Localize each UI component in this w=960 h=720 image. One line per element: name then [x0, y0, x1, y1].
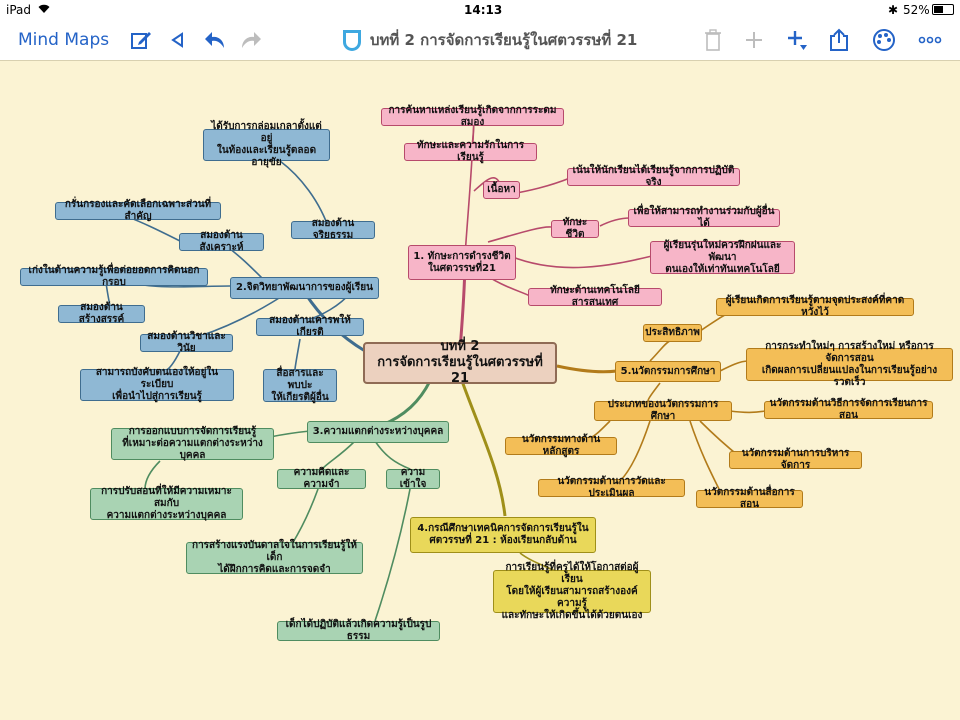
undo-icon[interactable]: [202, 20, 230, 60]
node-thinking-desc[interactable]: การสร้างแรงบันดาลใจในการเรียนรู้ให้เด็ก …: [186, 540, 363, 575]
node-moral[interactable]: สมองด้านจริยธรรม: [291, 218, 375, 241]
node-respect-desc[interactable]: สื่อสารและพบปะ ให้เกียรติผู้อื่น: [263, 368, 337, 403]
node-synth[interactable]: สมองด้านสังเคราะห์: [179, 230, 264, 253]
node-moral-desc[interactable]: ได้รับการกล่อมเกลาตั้งแต่อยู่ ในท้องและเ…: [203, 121, 330, 168]
node-content-c1[interactable]: การค้นหาแหล่งเรียนรู้เกิดจากการระดมสมอง: [381, 105, 564, 128]
bluetooth-icon: ✱: [888, 3, 899, 17]
node-type-curriculum[interactable]: นวัตกรรมทางด้านหลักสูตร: [505, 434, 617, 457]
status-bar: iPad 14:13 ✱ 52%: [0, 0, 960, 20]
node-efficiency-d2[interactable]: การกระทำใหม่ๆ การสร้างใหม่ หรือการจัดการ…: [746, 341, 953, 388]
node-individual-d2[interactable]: การปรับสอนที่ให้มีความเหมาะสมกับ ความแตก…: [90, 486, 243, 521]
node-content-c3[interactable]: เน้นให้นักเรียนได้เรียนรู้จากการปฏิบัติจ…: [567, 165, 740, 188]
node-tech[interactable]: ทักษะด้านเทคโนโลยีสารสนเทศ: [528, 285, 662, 308]
navigate-back-icon[interactable]: [166, 20, 188, 60]
node-type-teaching[interactable]: นวัตกรรมด้านวิธีการจัดการเรียนการสอน: [764, 398, 933, 421]
document-icon: [343, 30, 361, 51]
node-type-management[interactable]: นวัตกรรมด้านการบริหารจัดการ: [729, 448, 862, 471]
node-case-study[interactable]: 4.กรณีศึกษาเทคนิคการจัดการเรียนรู้ใน ศตว…: [410, 517, 596, 553]
battery-percent: 52%: [903, 3, 930, 17]
node-create-desc[interactable]: เก่งในด้านความรู้เพื่อต่อยอดการคิดนอกกรอ…: [20, 265, 208, 288]
device-name: iPad: [6, 3, 32, 17]
node-synth-desc[interactable]: กรั่นกรองและคัดเลือกเฉพาะส่วนที่สำคัญ: [55, 199, 221, 222]
node-innovation[interactable]: 5.นวัตกรรมการศึกษา: [615, 361, 721, 382]
node-life-l2[interactable]: ผู้เรียนรุ่นใหม่ควรฝึกฝนและพัฒนา ตนเองให…: [650, 240, 795, 275]
node-individual-d1[interactable]: การออกแบบการจัดการเรียนรู้ ที่เหมาะต่อคว…: [111, 426, 274, 461]
node-respect[interactable]: สมองด้านเคารพให้เกียรติ: [256, 315, 364, 338]
node-create[interactable]: สมองด้านสร้างสรรค์: [58, 302, 145, 325]
add-child-icon[interactable]: [784, 20, 810, 60]
document-title: บทที่ 2 การจัดการเรียนรู้ในศตวรรษที่ 21: [340, 20, 637, 60]
toolbar: Mind Maps บทที่ 2 การจัดการเรียนรู้ในศตว…: [0, 20, 960, 61]
node-content[interactable]: เนื้อหา: [483, 181, 520, 199]
palette-icon[interactable]: [870, 20, 898, 60]
mindmap-canvas[interactable]: บทที่ 2 การจัดการเรียนรู้ในศตวรรษที่ 21 …: [0, 61, 960, 720]
node-thinking[interactable]: ความคิดและความจำ: [277, 467, 366, 490]
node-understanding-desc[interactable]: เด็กได้ปฏิบัติแล้วเกิดความรู้เป็นรูปธรรม: [277, 619, 440, 642]
node-individual[interactable]: 3.ความแตกต่างระหว่างบุคคล: [307, 421, 449, 443]
node-understanding[interactable]: ความเข้าใจ: [386, 467, 440, 490]
root-node[interactable]: บทที่ 2 การจัดการเรียนรู้ในศตวรรษที่ 21: [363, 339, 557, 386]
more-icon[interactable]: [914, 20, 946, 60]
share-icon[interactable]: [826, 20, 852, 60]
node-type-assessment[interactable]: นวัตกรรมด้านการวัดและประเมินผล: [538, 476, 685, 499]
add-icon[interactable]: [742, 20, 766, 60]
node-efficiency[interactable]: ประสิทธิภาพ: [643, 324, 702, 342]
node-efficiency-d1[interactable]: ผู้เรียนเกิดการเรียนรู้ตามจุดประสงค์ที่ค…: [716, 295, 914, 318]
node-life[interactable]: ทักษะชีวิต: [551, 217, 599, 240]
mind-maps-back-button[interactable]: Mind Maps: [18, 30, 110, 50]
node-life-skills[interactable]: 1. ทักษะการดำรงชีวิต ในศตวรรษที่21: [408, 245, 516, 280]
status-time: 14:13: [464, 3, 503, 17]
node-content-c2[interactable]: ทักษะและความรักในการเรียนรู้: [404, 140, 537, 163]
node-innovation-types[interactable]: ประเภทของนวัตกรรมการศึกษา: [594, 399, 732, 422]
trash-icon[interactable]: [702, 20, 724, 60]
wifi-icon: [36, 2, 52, 17]
edit-icon[interactable]: [128, 20, 154, 60]
node-discipline-desc[interactable]: สามารถบังคับตนเองให้อยู่ในระเบียบ เพื่อน…: [80, 367, 234, 402]
node-discipline[interactable]: สมองด้านวิชาและวินัย: [140, 331, 233, 354]
document-title-text: บทที่ 2 การจัดการเรียนรู้ในศตวรรษที่ 21: [370, 31, 638, 49]
node-life-l1[interactable]: เพื่อให้สามารถทำงานร่วมกับผู้อื่นได้: [628, 206, 780, 229]
battery-icon: [932, 4, 954, 15]
redo-icon[interactable]: [236, 20, 264, 60]
node-type-media[interactable]: นวัตกรรมด้านสื่อการสอน: [696, 487, 803, 510]
node-psychology[interactable]: 2.จิตวิทยาพัฒนาการของผู้เรียน: [230, 277, 379, 299]
node-case-study-desc[interactable]: การเรียนรู้ที่ครูได้ให้โอกาสต่อผู้เรียน …: [493, 562, 651, 621]
